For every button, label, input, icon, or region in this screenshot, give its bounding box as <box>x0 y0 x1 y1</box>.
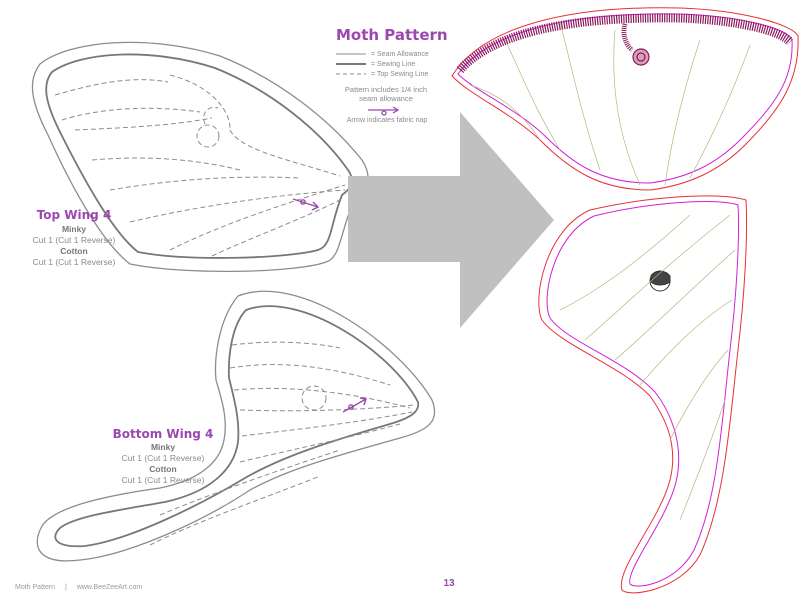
bottom-wing-cut1: Cut 1 (Cut 1 Reverse) <box>121 453 205 463</box>
legend-nap-arrow-icon <box>368 106 400 116</box>
bottom-wing-fabric1: Minky <box>150 442 176 452</box>
bottom-wing-cut2: Cut 1 (Cut 1 Reverse) <box>121 475 205 485</box>
embroidery-top-wing-satin-spur <box>621 23 634 52</box>
top-wing-seam-allowance <box>31 41 369 273</box>
top-wing-nap-arrow <box>292 198 320 211</box>
top-wing-top-sewing-lines <box>54 74 346 257</box>
big-arrow-shape <box>348 112 554 328</box>
top-wing-fabric2: Cotton <box>60 246 88 256</box>
legend-seam-label: = Seam Allowance <box>371 50 429 58</box>
embroidery-top-wing <box>451 7 799 191</box>
bottom-wing-sewing-line <box>54 305 420 548</box>
bottom-wing-nap-arrow <box>342 397 367 413</box>
footer-separator: | <box>65 584 67 591</box>
legend-sewing-label: = Sewing Line <box>371 60 416 68</box>
embroidery-top-wing-vein-lines <box>469 21 751 186</box>
top-wing-pattern <box>31 41 369 273</box>
embroidery-bottom-wing-eyespot <box>649 270 671 292</box>
top-wing-fabric1: Minky <box>61 224 87 234</box>
legend-top-sewing-label: = Top Sewing Line <box>371 70 429 78</box>
footer-title: Moth Pattern <box>15 584 56 591</box>
footer: Moth Pattern | www.BeeZeeArt.com <box>15 584 142 591</box>
embroidery-bottom-wing-inner-magenta <box>546 201 740 587</box>
bottom-wing-top-sewing-lines <box>149 341 415 546</box>
arrow-note: Arrow indicates fabric nap <box>346 117 428 124</box>
embroidery-top-wing-outer-red <box>451 7 799 191</box>
bottom-wing-fabric2: Cotton <box>149 464 177 474</box>
bottom-wing-seam-allowance <box>36 290 436 562</box>
top-wing-cut2: Cut 1 (Cut 1 Reverse) <box>32 257 116 267</box>
embroidery-bottom-wing-outer-red <box>538 195 748 594</box>
top-wing-title: Top Wing 4 <box>36 208 112 222</box>
seam-note-line2: seam allowance <box>359 94 413 103</box>
top-wing-sewing-line <box>45 53 353 259</box>
embroidery-bottom-wing <box>538 195 748 594</box>
bottom-wing-pattern <box>36 290 436 562</box>
page-title: Moth Pattern <box>336 26 448 44</box>
legend-line-samples <box>336 53 400 116</box>
seam-note-line1: Pattern includes 1/4 inch <box>344 85 428 94</box>
embroidery-top-wing-satin-edge <box>456 13 794 74</box>
legend-seam: = Seam Allowance <box>368 49 429 59</box>
legend-top-sewing: = Top Sewing Line <box>368 69 428 79</box>
embroidery-bottom-wing-vein-lines <box>559 214 736 521</box>
legend-sewing: = Sewing Line <box>368 59 415 69</box>
bottom-wing-title: Bottom Wing 4 <box>112 427 214 441</box>
footer-site-link[interactable]: www.BeeZeeArt.com <box>76 584 143 591</box>
top-wing-cut1: Cut 1 (Cut 1 Reverse) <box>32 235 116 245</box>
embroidery-top-wing-eyespot <box>632 48 650 66</box>
page-number: 13 <box>443 578 455 589</box>
